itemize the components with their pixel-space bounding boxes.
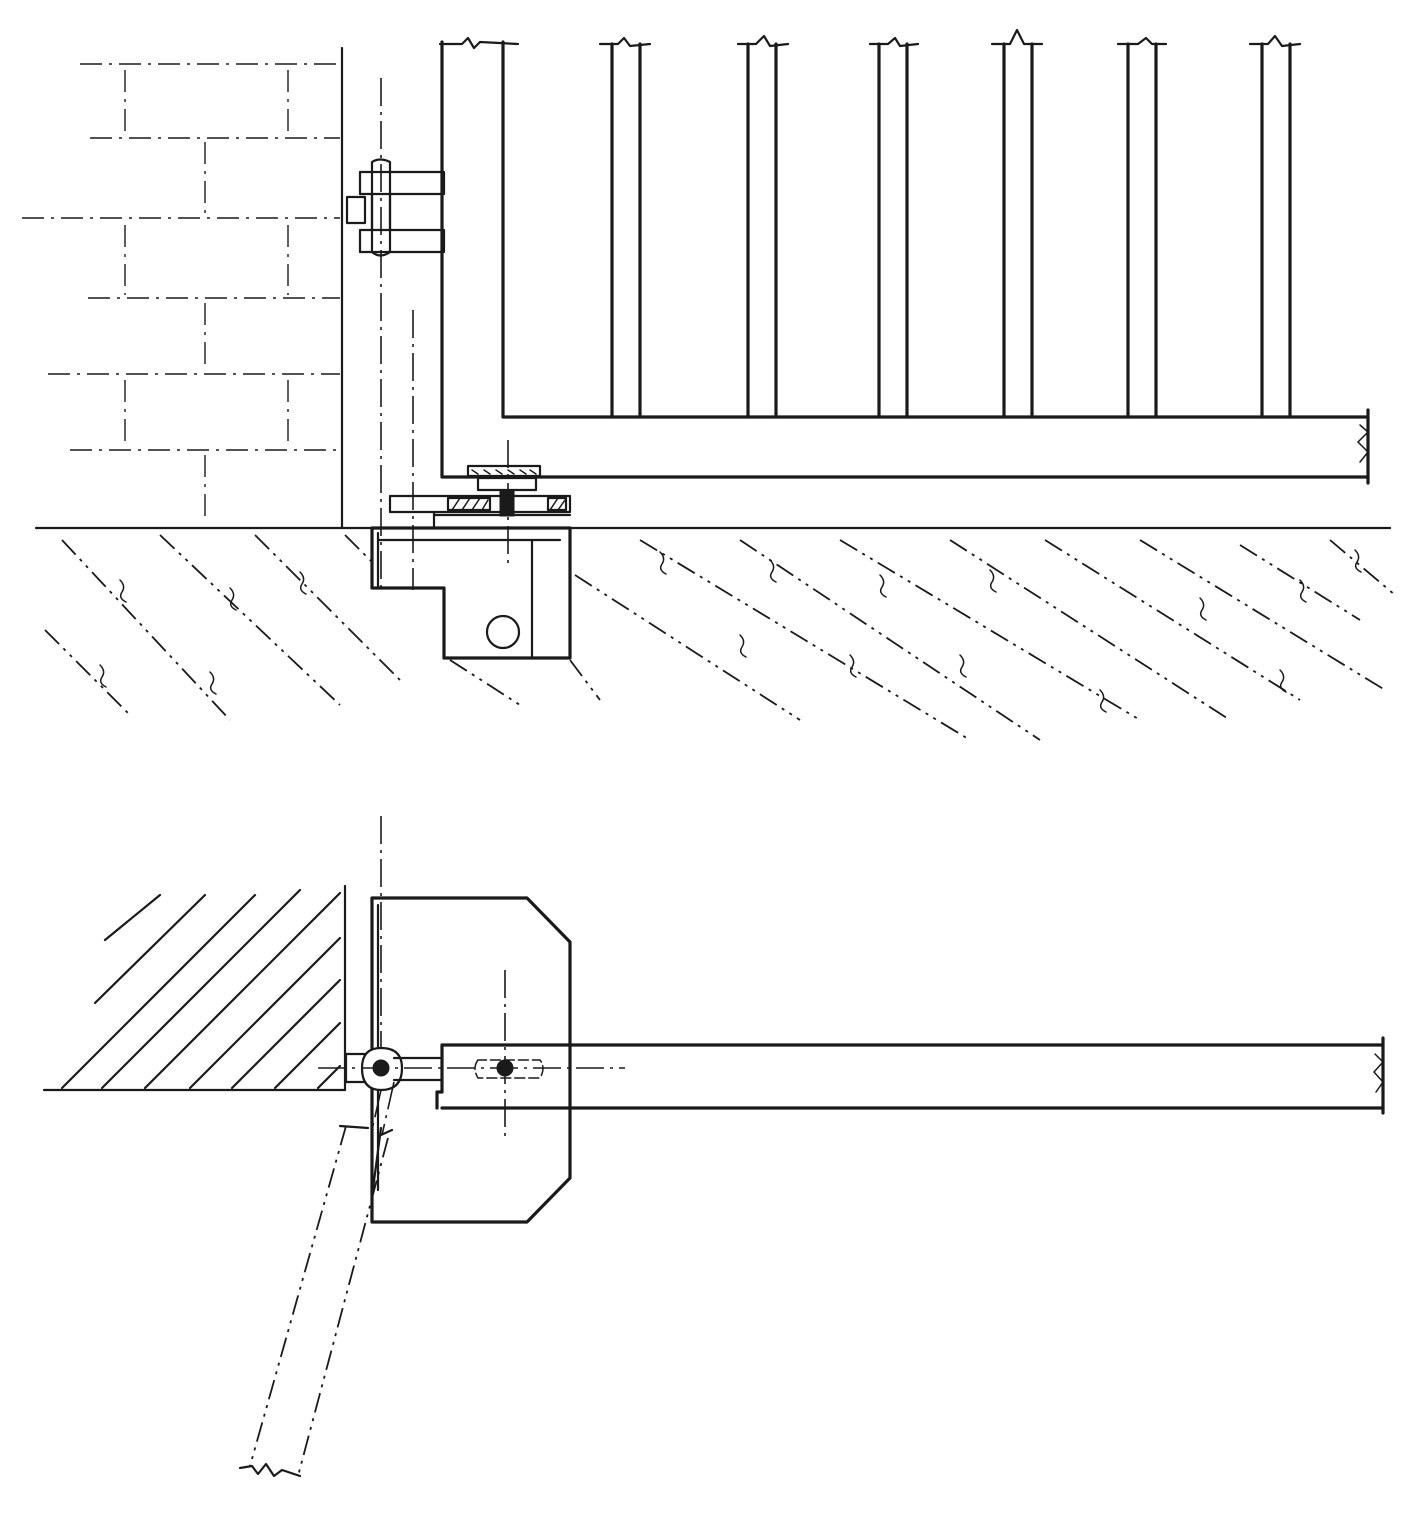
gate-bars — [598, 28, 1302, 419]
upper-hinge — [345, 158, 446, 257]
gate-bar — [1116, 36, 1168, 419]
gate-bar — [868, 36, 920, 419]
gate-frame — [438, 36, 1370, 485]
gate-bar — [1248, 34, 1302, 419]
foundation-bracket — [370, 526, 572, 660]
plan-view — [42, 816, 1385, 1478]
earth-hatching — [44, 534, 1396, 741]
gate-bar — [598, 36, 652, 419]
gate-rail-plan — [318, 970, 1385, 1140]
gate-bar — [990, 28, 1044, 419]
wall-section — [42, 884, 347, 1092]
gate-bar — [736, 34, 790, 419]
gate-open-position-phantom — [238, 1081, 395, 1478]
bottom-pivot-assembly — [388, 440, 572, 568]
elevation-view — [22, 28, 1396, 741]
brick-wall — [22, 46, 344, 530]
